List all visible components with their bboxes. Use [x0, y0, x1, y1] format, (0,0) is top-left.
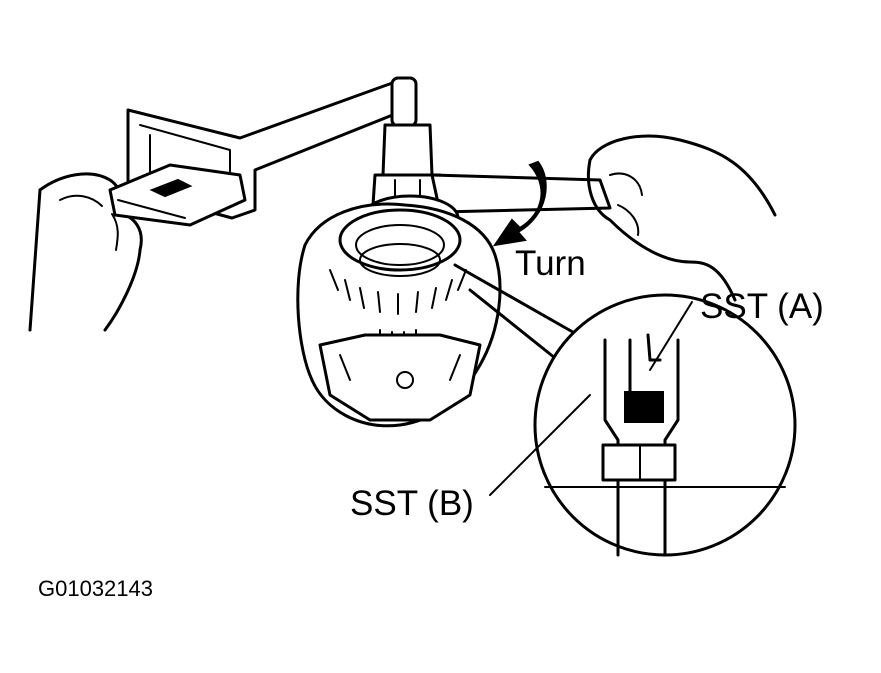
- sst-b-label: SST (B): [350, 484, 474, 523]
- turn-label: Turn: [515, 244, 586, 283]
- turn-arrow: [492, 160, 547, 247]
- label-pointers: [489, 301, 693, 496]
- sst-a-label: SST (A): [700, 287, 824, 326]
- detail-leader-lines: [453, 263, 580, 360]
- alternator-body: [296, 202, 502, 428]
- right-hand: [586, 134, 777, 302]
- holder-tool: [108, 80, 402, 227]
- figure-id: G01032143: [38, 576, 153, 601]
- detail-circle: [533, 293, 797, 557]
